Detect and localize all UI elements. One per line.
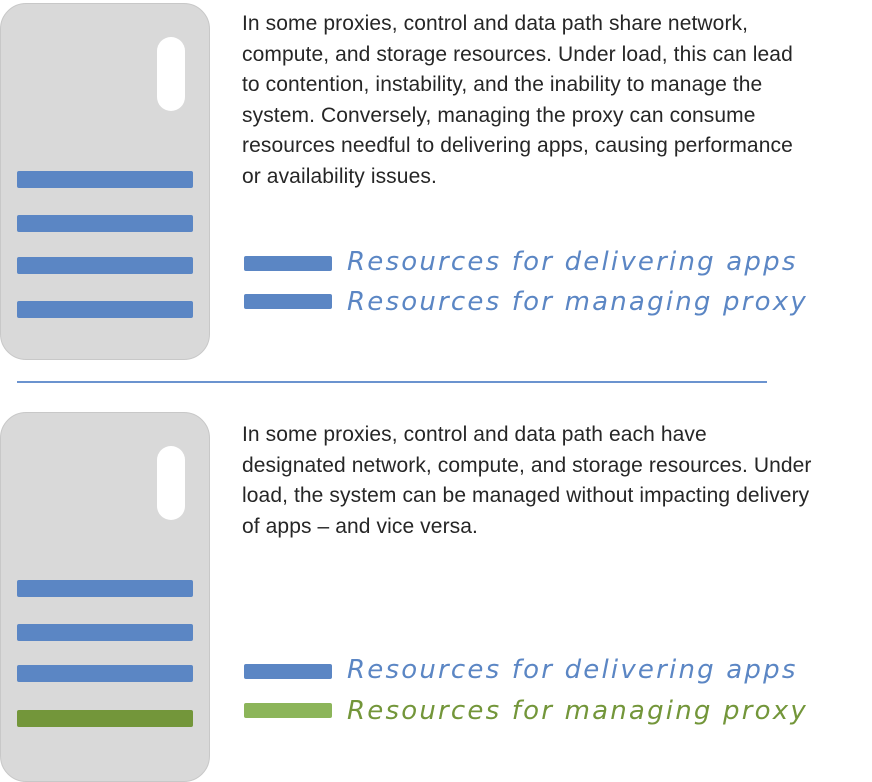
shared-description: In some proxies, control and data path s…	[242, 12, 793, 188]
server-bar-delivering	[17, 580, 193, 597]
server-slot	[157, 446, 185, 520]
legend-label-managing: Resources for managing proxy	[347, 696, 808, 726]
legend-swatch-delivering	[244, 256, 332, 271]
legend-swatch-managing	[244, 703, 332, 718]
server-bar-managing	[17, 301, 193, 318]
legend-swatch-managing	[244, 294, 332, 309]
server-bar-delivering	[17, 257, 193, 274]
legend-swatch-delivering	[244, 664, 332, 679]
designated-description: In some proxies, control and data path e…	[242, 423, 812, 538]
server-bar-delivering	[17, 171, 193, 188]
legend-label-managing: Resources for managing proxy	[347, 287, 808, 317]
legend-label-delivering: Resources for delivering apps	[347, 655, 798, 685]
server-slot	[157, 37, 185, 111]
legend-label-delivering: Resources for delivering apps	[347, 247, 798, 277]
server-bar-managing	[17, 710, 193, 727]
server-bar-delivering	[17, 215, 193, 232]
server-bar-delivering	[17, 624, 193, 641]
server-bar-delivering	[17, 665, 193, 682]
section-divider	[17, 381, 767, 383]
